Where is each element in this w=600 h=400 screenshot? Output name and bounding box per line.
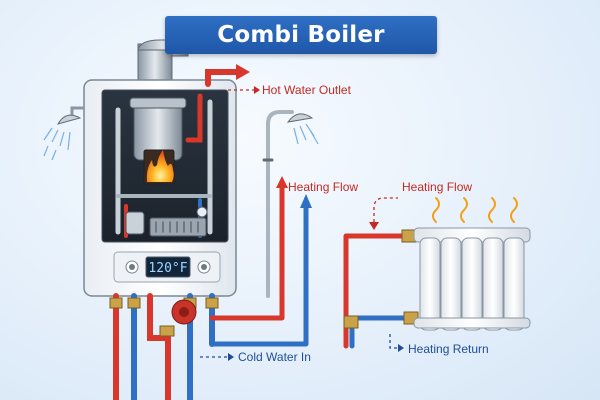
label-heating-return: Heating Return [408,342,489,356]
hot-water-outlet-arrow-icon [236,64,250,80]
control-knob-left[interactable] [129,264,135,270]
shower-riser-pipe [262,110,294,298]
shower-head-icon-right [286,113,319,145]
radiator-icon [413,227,531,331]
heating-flow-pipe [209,183,285,321]
label-hot-water-outlet: Hot Water Outlet [262,83,351,97]
internal-pipework [115,93,213,238]
radiator-flow-pointer [373,197,398,228]
burner-flame-icon [146,150,174,182]
heating-return-pointer [389,334,398,349]
temperature-display: 120°F [148,261,187,276]
pointer-arrowhead-icon [369,222,379,230]
cold-water-in-arrow-icon [300,194,312,208]
radiator-flow-pipe [343,229,417,349]
cold-water-in-pipe [209,203,309,347]
pointer-arrowhead-icon [228,353,234,361]
control-panel [113,251,221,283]
label-heating-flow-left: Heating Flow [288,180,359,194]
pointer-arrowhead-icon [398,344,404,352]
radiator-return-pipe [343,311,419,349]
shower-head-icon-left [43,106,84,161]
title-banner: Combi Boiler [165,16,437,54]
boiler-bottom-connections [113,293,215,400]
valve-icon [109,297,219,337]
page-title: Combi Boiler [217,22,385,48]
heat-waves-icon [432,197,518,223]
label-cold-water-in: Cold Water In [238,350,311,364]
label-heating-flow-right: Heating Flow [402,180,473,194]
pointer-arrowhead-icon [254,86,260,94]
control-knob-right[interactable] [201,264,207,270]
heating-flow-arrow-icon [276,176,288,188]
hot-water-outlet-pipe [205,69,239,87]
